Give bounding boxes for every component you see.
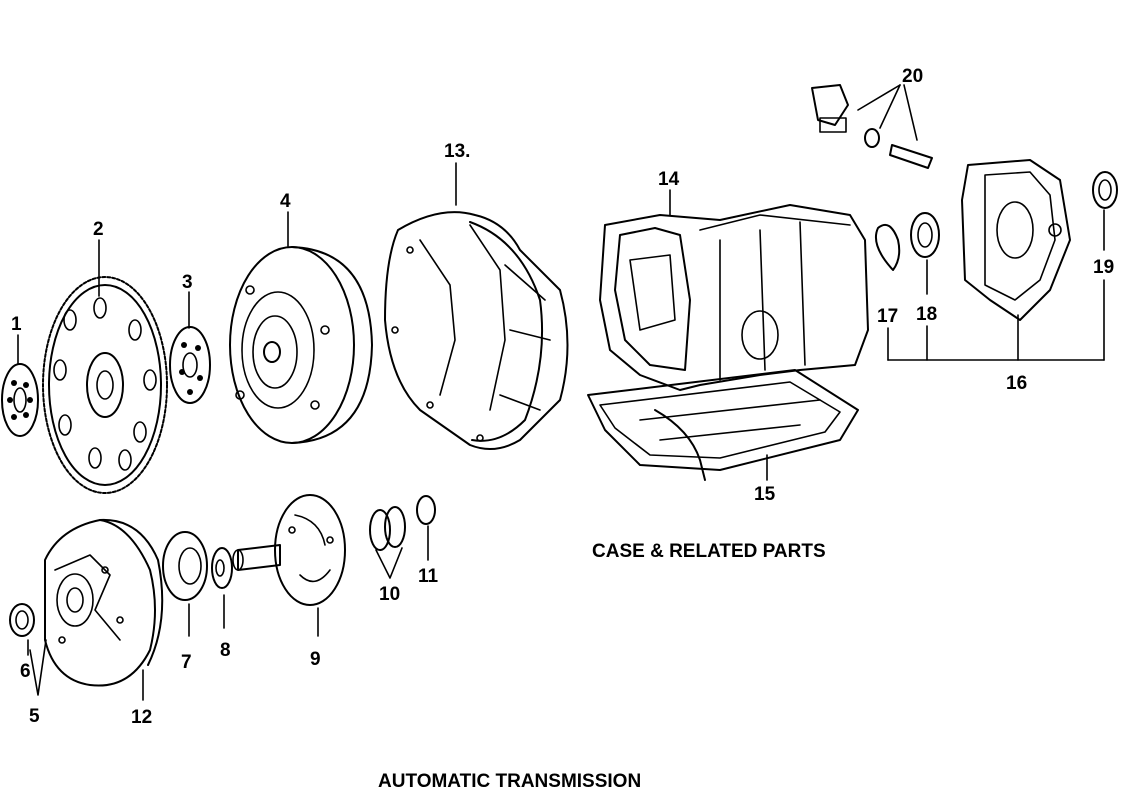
callout-3: 3: [182, 272, 193, 293]
part-19-seal: [1092, 171, 1118, 361]
part-20-speed-sensor: [811, 84, 933, 169]
callout-17: 17: [877, 306, 898, 327]
callout-13: 13.: [444, 141, 470, 162]
callout-2: 2: [93, 219, 104, 240]
part-4-torque-converter: [229, 211, 373, 444]
callout-5: 5: [29, 706, 40, 727]
section-caption: CASE & RELATED PARTS: [592, 541, 826, 562]
part-12-oil-pump: [44, 518, 164, 701]
part-8-washer: [211, 547, 233, 629]
callout-4: 4: [280, 191, 291, 212]
callout-11: 11: [418, 566, 439, 587]
part-10-seal-rings: [369, 506, 406, 579]
part-11-snap-ring: [416, 495, 436, 561]
part-14-transmission-case: [599, 189, 869, 391]
part-9-stator-shaft: [232, 494, 346, 637]
part-7-gear: [162, 531, 208, 637]
callout-18: 18: [916, 304, 937, 325]
part-13-converter-housing: [384, 162, 569, 450]
callout-15: 15: [754, 484, 776, 505]
part-3-spacer: [169, 291, 211, 404]
part-16-extension-housing: [887, 159, 1105, 361]
part-15-oil-pan: [587, 369, 859, 481]
part-5-leader: [29, 639, 47, 696]
callout-1: 1: [11, 314, 22, 335]
callout-9: 9: [310, 649, 321, 670]
callout-20: 20: [902, 66, 923, 87]
part-17-snap-ring: [874, 224, 901, 361]
callout-12: 12: [131, 707, 152, 728]
part-18-bearing: [910, 212, 940, 361]
part-1-flex-plate: [1, 334, 39, 437]
callout-8: 8: [220, 640, 231, 661]
callout-16: 16: [1006, 373, 1027, 394]
diagram-title: AUTOMATIC TRANSMISSION: [378, 771, 641, 790]
part-6-seal: [9, 603, 35, 656]
callout-6: 6: [20, 661, 31, 682]
callout-19: 19: [1093, 257, 1114, 278]
callout-7: 7: [181, 652, 192, 673]
part-2-flywheel: [42, 239, 168, 494]
callout-10: 10: [379, 584, 400, 605]
callout-14: 14: [658, 169, 680, 190]
